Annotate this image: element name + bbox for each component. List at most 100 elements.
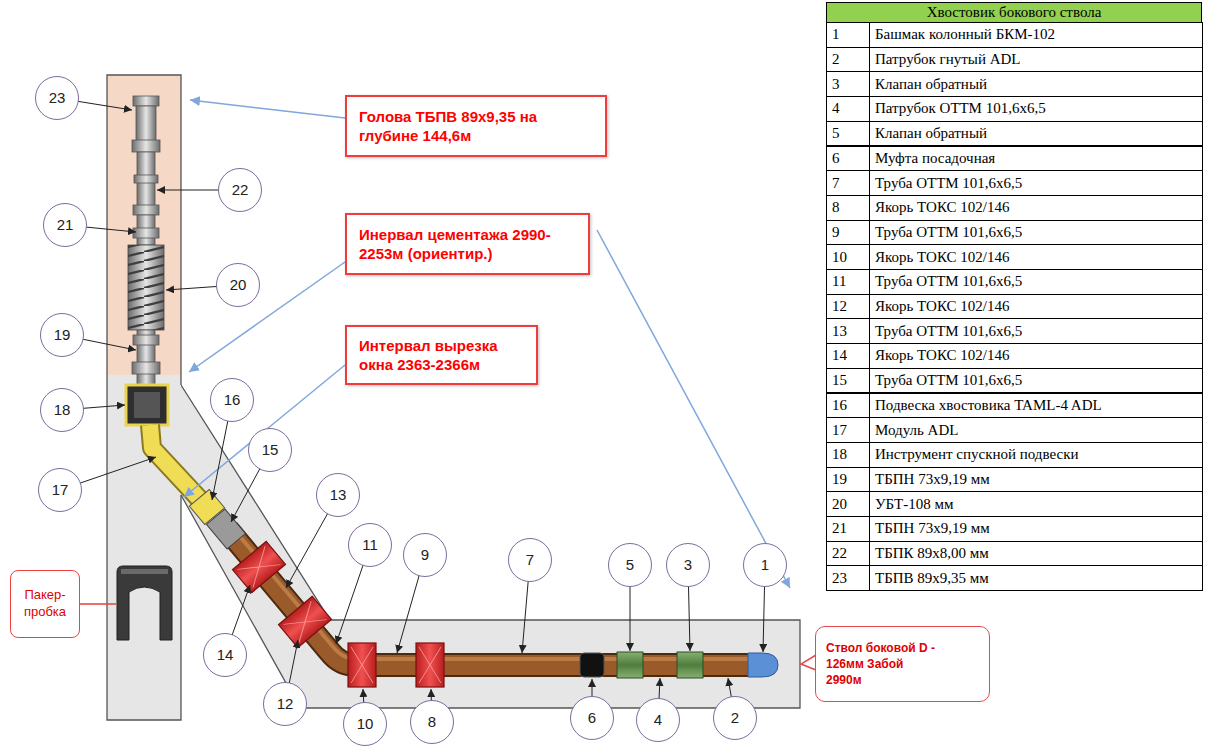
liner-pipe-outline [228, 530, 760, 665]
pipe-joint [132, 362, 160, 374]
table-number-cell: 3 [826, 71, 870, 97]
table-name-cell: Труба ОТТМ 101,6х6,5 [869, 170, 1203, 196]
table-number-cell: 11 [826, 269, 870, 295]
pipe-joint [133, 96, 159, 106]
table-number-cell: 22 [826, 541, 870, 567]
packer-pointer [80, 603, 116, 605]
callout-number-text: 9 [421, 547, 429, 564]
table-name-cell: ТБПН 73х9,19 мм [869, 467, 1203, 493]
table-name-cell: Труба ОТТМ 101,6х6,5 [869, 318, 1203, 344]
table-name-cell: Модуль ADL [869, 417, 1203, 443]
callout-box: Инервал цементажа 2990-2253м (ориентир.) [345, 213, 590, 275]
anchor-body [233, 541, 286, 592]
table-number-cell: 4 [826, 96, 870, 122]
callout-number: 20 [216, 263, 260, 307]
table-number-cell: 7 [826, 170, 870, 196]
callout-number: 2 [713, 696, 757, 740]
table-number-cell: 9 [826, 220, 870, 246]
callout-number-text: 7 [526, 552, 534, 569]
table-header: Хвостовик бокового ствола [826, 2, 1202, 23]
callout-number-text: 21 [57, 217, 74, 234]
callout-number-text: 12 [277, 696, 294, 713]
callout-number: 3 [666, 543, 710, 587]
callout-number-text: 13 [330, 487, 347, 504]
callout-number-text: 23 [49, 90, 66, 107]
table-number-cell: 6 [826, 146, 870, 172]
anchor-cross [237, 546, 280, 588]
packer-label: Пакер-пробка [10, 570, 80, 638]
anchor-symbol [233, 541, 286, 592]
callout-number-text: 2 [731, 710, 739, 727]
check-valve [617, 652, 643, 678]
anchor-cross [283, 601, 326, 643]
drill-collar [128, 245, 164, 330]
callout-number: 8 [410, 700, 454, 744]
table-number-cell: 14 [826, 343, 870, 369]
table-name-cell: Якорь ТОКС 102/146 [869, 244, 1203, 270]
packer-highlight [121, 569, 168, 574]
liner-pipe [228, 530, 760, 665]
callout-number: 21 [43, 203, 87, 247]
callout-number-text: 19 [54, 327, 71, 344]
adl-module-outline [150, 425, 205, 505]
table-name-cell: Патрубок гнутый ADL [869, 47, 1203, 73]
table-name-cell: ТБПВ 89х9,35 мм [869, 565, 1203, 591]
callout-number-text: 11 [362, 537, 378, 554]
casing-outline [107, 75, 181, 720]
pipe-joint [133, 335, 159, 345]
callout-number-text: 1 [761, 557, 769, 574]
callout-number: 10 [343, 702, 387, 746]
adl-module [150, 425, 205, 505]
pipe-body [136, 106, 156, 142]
table-name-cell: ТБПК 89х8,00 мм [869, 541, 1203, 567]
table-name-cell: Клапан обратный [869, 121, 1203, 147]
running-tool-inner [134, 392, 160, 418]
table-name-cell: Якорь ТОКС 102/146 [869, 195, 1203, 221]
bore-pointer [801, 655, 816, 670]
table-number-cell: 18 [826, 442, 870, 468]
callout-number: 7 [508, 538, 552, 582]
callout-number: 16 [210, 378, 254, 422]
callout-text: Пакер-пробка [17, 587, 73, 621]
table-number-cell: 15 [826, 368, 870, 394]
table-number-cell: 20 [826, 491, 870, 517]
table-number-cell: 17 [826, 417, 870, 443]
callout-text: Интервал вырезка окна 2363-2366м [359, 336, 524, 375]
callout-number-text: 16 [224, 392, 241, 409]
callout-number: 18 [40, 388, 84, 432]
callout-number: 13 [316, 473, 360, 517]
anchor-symbol [279, 596, 332, 647]
liner-hanger [189, 489, 224, 524]
callout-number-text: 17 [52, 482, 69, 499]
anchor-body [348, 643, 376, 687]
callout-pointer [189, 262, 345, 372]
table-number-cell: 10 [826, 244, 870, 270]
anchor-cross [351, 647, 373, 683]
callout-number: 1 [743, 543, 787, 587]
anchor-symbol [416, 643, 444, 687]
callout-number: 4 [636, 698, 680, 742]
callout-pointer [597, 230, 790, 588]
table-name-cell: Клапан обратный [869, 71, 1203, 97]
callout-number-text: 15 [262, 442, 279, 459]
callout-number: 11 [348, 523, 392, 567]
callout-number-text: 22 [232, 182, 249, 199]
running-tool [126, 385, 168, 425]
table-number-cell: 1 [826, 22, 870, 48]
table-name-cell: ТБПН 73х9,19 мм [869, 516, 1203, 542]
check-valve [677, 652, 703, 678]
callout-box: Голова ТБПВ 89x9,35 на глубине 144,6м [345, 95, 607, 157]
anchor-symbol [348, 643, 376, 687]
callout-number-text: 6 [588, 710, 596, 727]
casing-shoe [748, 653, 778, 677]
table-name-cell: Якорь ТОКС 102/146 [869, 343, 1203, 369]
table-number-cell: 16 [826, 393, 870, 419]
callout-number-text: 18 [54, 402, 71, 419]
callout-number: 5 [608, 543, 652, 587]
table-name-cell: Труба ОТТМ 101,6х6,5 [869, 368, 1203, 394]
table-number-cell: 19 [826, 467, 870, 493]
callout-number: 15 [248, 428, 292, 472]
callout-pointer [190, 100, 345, 118]
callout-text: Инервал цементажа 2990-2253м (ориентир.) [359, 225, 574, 264]
